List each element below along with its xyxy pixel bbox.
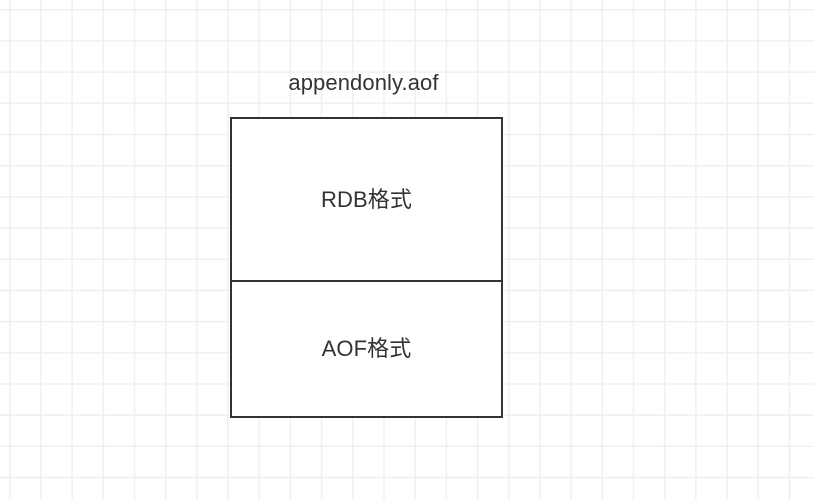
- section-rdb-format-label: RDB格式: [321, 186, 412, 212]
- section-rdb-format[interactable]: RDB格式: [232, 119, 501, 282]
- aof-file-box[interactable]: RDB格式 AOF格式: [230, 117, 503, 418]
- page-title: appendonly.aof: [288, 70, 439, 95]
- section-aof-format-label: AOF格式: [321, 336, 412, 361]
- section-aof-format[interactable]: AOF格式: [232, 282, 501, 416]
